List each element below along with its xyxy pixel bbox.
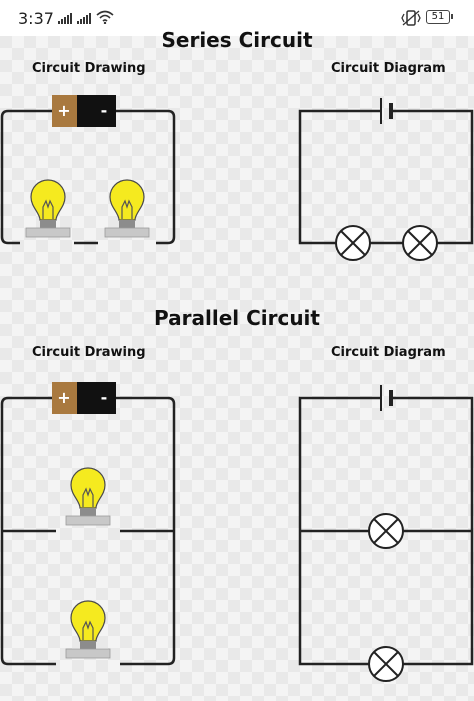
series-circuit-drawing: + -	[0, 95, 176, 245]
signal-icon-2	[77, 13, 91, 24]
series-diagram-label: Circuit Diagram	[331, 61, 446, 76]
signal-icon	[58, 13, 72, 24]
light-bulb	[65, 467, 111, 526]
battery-minus-label: -	[101, 388, 108, 407]
light-bulb	[65, 600, 111, 659]
series-drawing-label: Circuit Drawing	[32, 61, 146, 76]
lamp-symbol	[368, 646, 404, 682]
status-time: 3:37	[18, 9, 54, 28]
battery-minus-label: -	[101, 101, 108, 120]
parallel-battery: + -	[52, 382, 116, 414]
battery-icon: 51	[426, 10, 453, 24]
wifi-icon	[96, 10, 114, 24]
parallel-circuit-drawing: + -	[0, 382, 176, 666]
lamp-symbol	[335, 225, 371, 261]
light-bulb	[25, 179, 71, 238]
series-battery: + -	[52, 95, 116, 127]
lamp-symbol	[402, 225, 438, 261]
battery-plus-label: +	[57, 101, 70, 120]
parallel-diagram-label: Circuit Diagram	[331, 345, 446, 360]
parallel-circuit-diagram	[298, 385, 474, 682]
status-bar: 3:37 51	[0, 0, 474, 36]
series-circuit-diagram	[298, 98, 474, 261]
parallel-drawing-label: Circuit Drawing	[32, 345, 146, 360]
lamp-symbol	[368, 513, 404, 549]
series-circuit-title: Series Circuit	[161, 28, 313, 52]
light-bulb	[104, 179, 150, 238]
battery-plus-label: +	[57, 388, 70, 407]
parallel-circuit-title: Parallel Circuit	[154, 306, 320, 330]
vibrate-icon	[401, 10, 421, 26]
